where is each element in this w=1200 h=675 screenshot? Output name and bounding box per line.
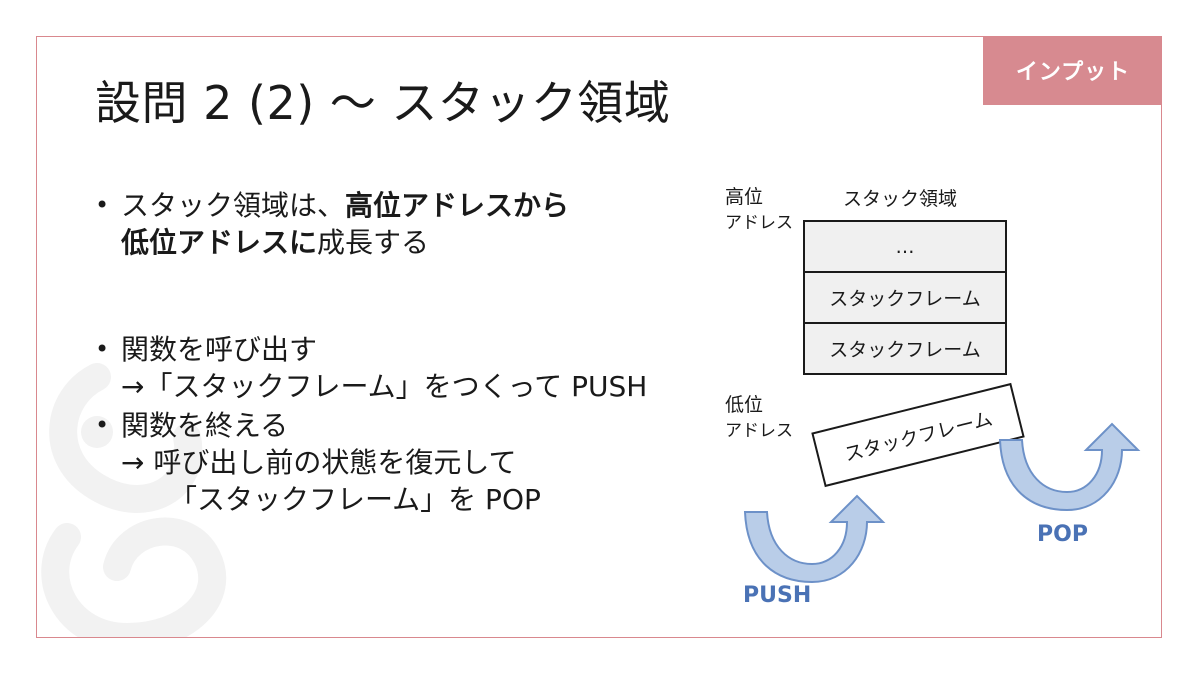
input-badge: インプット [983, 37, 1161, 105]
page-title: 設問 2 (2) 〜 スタック領域 [95, 76, 671, 130]
bullet-text: 「スタックフレーム」を POP [169, 483, 541, 516]
bullet-marker: • [95, 411, 110, 439]
bullet-text-bold: 高位アドレスから [345, 189, 570, 222]
pop-arrow-icon [998, 422, 1141, 512]
push-label: PUSH [743, 583, 812, 608]
low-address-label: 低位 [725, 394, 764, 416]
bullet-text: スタック領域は、 [121, 189, 346, 222]
bullet-text: →「スタックフレーム」をつくって PUSH [121, 370, 648, 403]
bullet-text: → 呼び出し前の状態を復元して [121, 446, 517, 479]
bullet-line: 低位アドレスに成長する [121, 224, 715, 261]
bullet-text: 関数を終える [121, 409, 289, 442]
slide: インプット 設問 2 (2) 〜 スタック領域 • スタック領域は、高位アドレス… [36, 36, 1162, 638]
push-arrow-icon [743, 494, 886, 584]
stack-frame: スタックフレーム [803, 273, 1007, 324]
bullet-item-growth: • スタック領域は、高位アドレスから 低位アドレスに成長する [95, 187, 715, 261]
bullet-list: • スタック領域は、高位アドレスから 低位アドレスに成長する • 関数を呼び出す… [95, 187, 715, 518]
bullet-item-return: • 関数を終える → 呼び出し前の状態を復元して 「スタックフレーム」を POP [95, 407, 715, 518]
low-address-label: アドレス [725, 421, 793, 441]
bullet-marker: • [95, 335, 110, 363]
high-address-label: アドレス [725, 213, 793, 233]
high-address-label: 高位 [725, 186, 764, 208]
bullet-text: 成長する [317, 226, 430, 259]
stack-area-title: スタック領域 [843, 188, 958, 210]
pop-label: POP [1037, 522, 1088, 547]
stack-frame: スタックフレーム [803, 324, 1007, 375]
bullet-item-call: • 関数を呼び出す →「スタックフレーム」をつくって PUSH [95, 331, 715, 405]
bullet-text-bold: 低位アドレスに [121, 226, 318, 259]
bullet-marker: • [95, 191, 110, 219]
stack-column: … スタックフレーム スタックフレーム [803, 220, 1007, 375]
stack-diagram: 高位 アドレス スタック領域 … スタックフレーム スタックフレーム 低位 アド… [37, 37, 1161, 637]
bullet-text: 関数を呼び出す [121, 333, 318, 366]
watermark-logo-icon [41, 363, 227, 637]
stack-frame-ellipsis: … [803, 220, 1007, 273]
bullet-line: スタック領域は、高位アドレスから [121, 187, 715, 224]
